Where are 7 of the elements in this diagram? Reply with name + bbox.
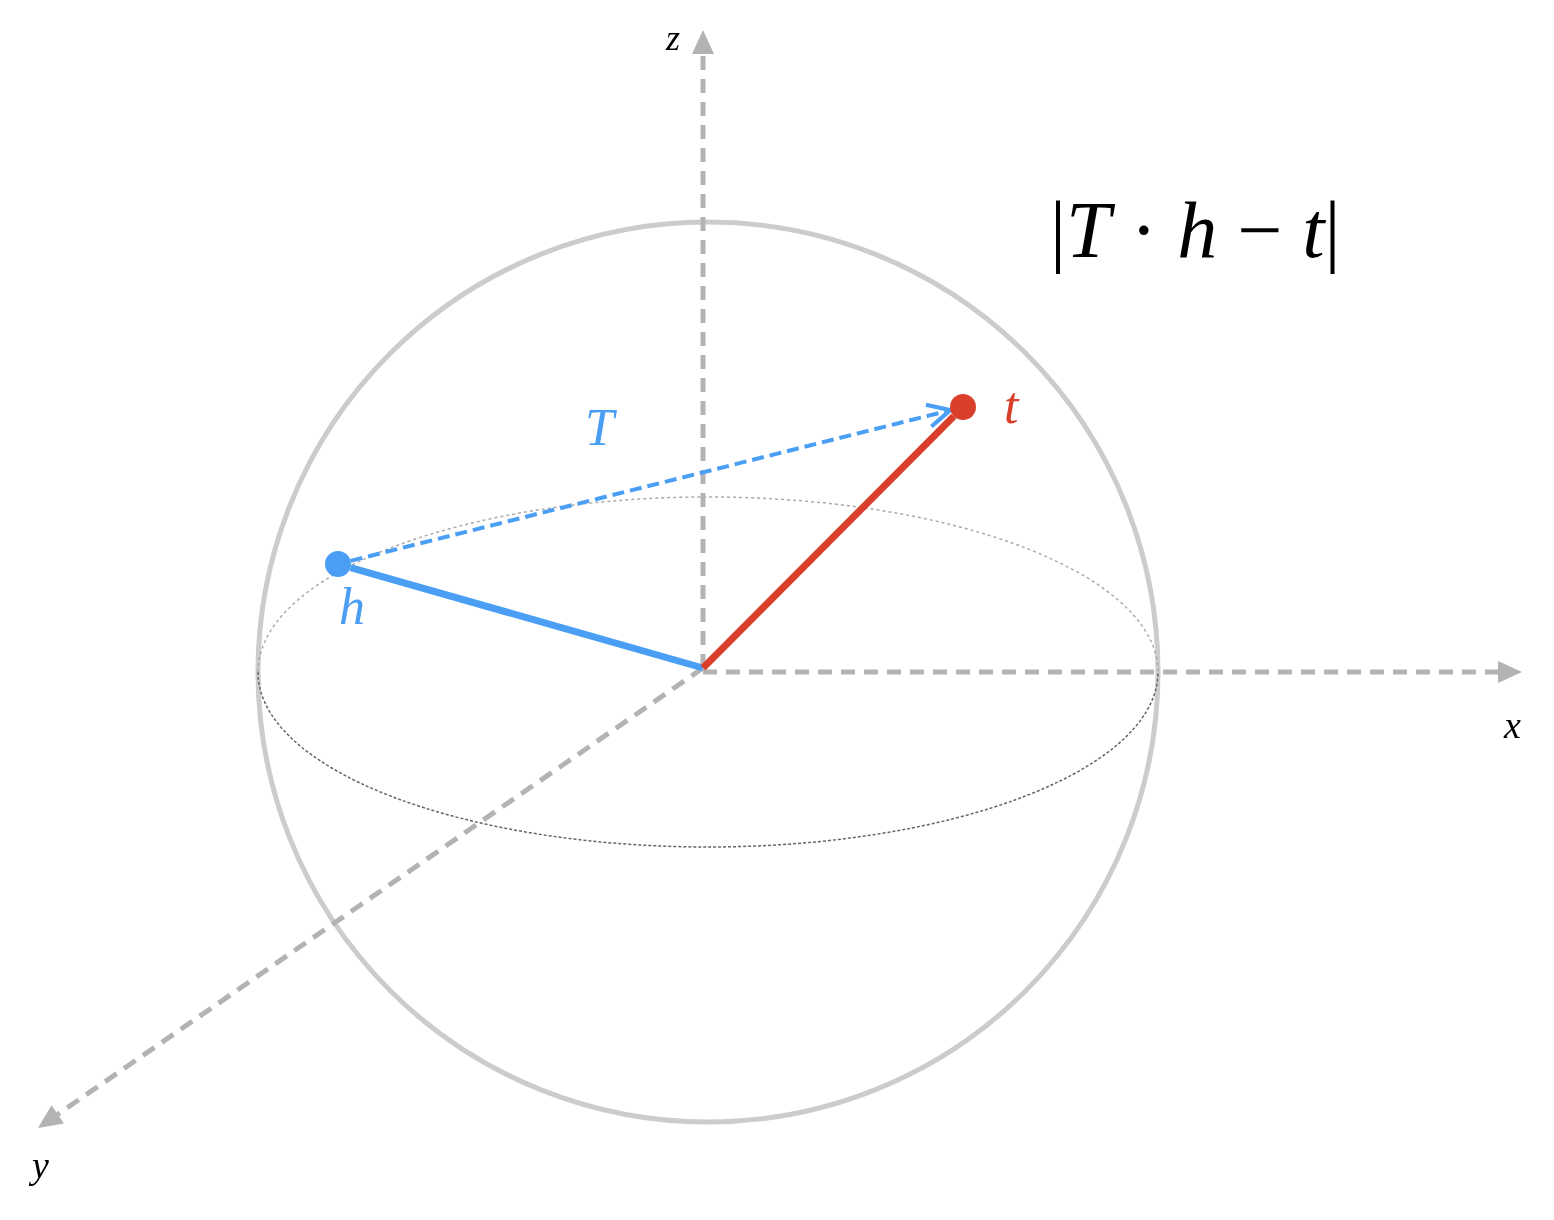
axis-label: x <box>1504 706 1521 744</box>
point-label: h <box>339 581 365 633</box>
line <box>700 413 957 671</box>
arrow <box>350 402 953 563</box>
axis-label: z <box>666 20 680 56</box>
line <box>349 564 704 672</box>
point-label: t <box>1004 380 1019 432</box>
